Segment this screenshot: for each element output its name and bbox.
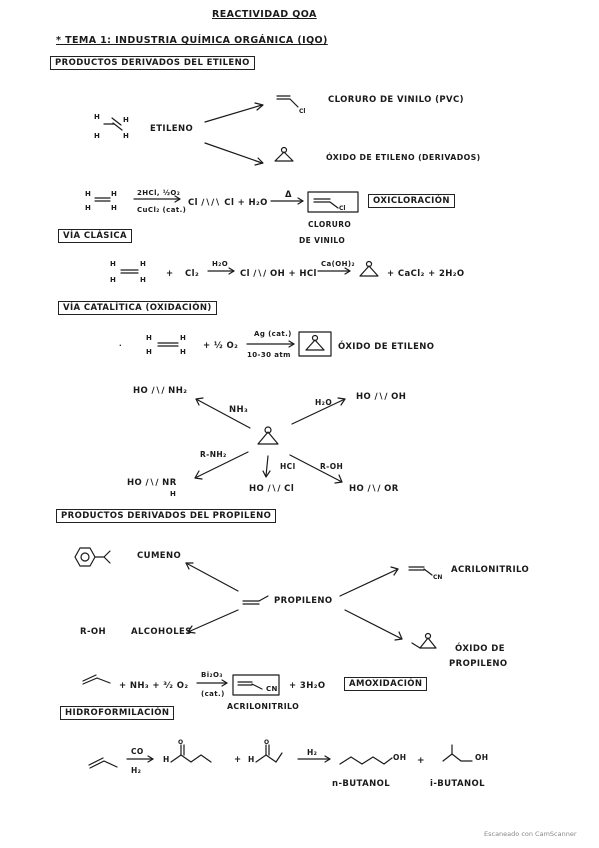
svg-text:H: H — [94, 132, 100, 140]
n-butanol-label: n-BUTANOL — [332, 779, 391, 789]
svg-text:O: O — [178, 739, 183, 746]
via-clasica-cl2: Cl₂ — [185, 269, 200, 279]
svg-text:H: H — [180, 334, 186, 342]
svg-text:O: O — [264, 739, 269, 746]
h2o-reagent: H₂O — [315, 398, 333, 407]
svg-text:H: H — [111, 190, 117, 198]
via-catalitica-product: ÓXIDO DE ETILENO — [338, 342, 435, 352]
via-catalitica-reagent: + ½ O₂ — [203, 341, 239, 351]
amoxidacion-products: + 3H₂O — [289, 681, 326, 691]
roh-reagent: R-OH — [320, 462, 344, 471]
svg-text:CN: CN — [433, 574, 442, 581]
hidroform-h2: H₂ — [131, 766, 142, 775]
amoxidacion-method: AMOXIDACIÓN — [344, 677, 428, 691]
hidroform-h2-second: H₂ — [307, 748, 318, 757]
svg-text:H: H — [85, 190, 91, 198]
hidroform-plus: + — [234, 755, 242, 765]
nh3-reagent: NH₃ — [229, 405, 249, 415]
hcl-reagent: HCl — [280, 462, 296, 471]
via-clasica-header: VÍA CLÁSICA — [58, 229, 133, 243]
glycol-ether: HO ∕∖∕ OR — [349, 484, 399, 494]
svg-text:H: H — [85, 204, 91, 212]
ethylene-chlorohydrin: HO ∕∖∕ Cl — [249, 484, 295, 494]
ethylene-glycol: HO ∕∖∕ OH — [356, 392, 407, 402]
via-catalitica-cond-bottom: 10-30 atm — [247, 351, 291, 359]
roh-prefix: R-OH — [80, 627, 107, 637]
cumeno-label: CUMENO — [137, 551, 182, 561]
svg-text:H: H — [180, 348, 186, 356]
aminoalcohol: HO ∕∖∕ NR — [127, 478, 177, 488]
chlorohydrin: Cl ∕∖∕ OH + HCl — [240, 269, 317, 279]
via-clasica-caoh: Ca(OH)₂ — [321, 260, 355, 268]
amoxidacion-cat-top: Bi₂O₃ — [201, 671, 223, 679]
i-butanol-oh: OH — [475, 753, 489, 762]
svg-text:H: H — [146, 334, 152, 342]
aldehyde-h: H — [163, 755, 170, 764]
oxicloracion-method: OXICLORACIÓN — [368, 194, 455, 208]
etileno-label: ETILENO — [150, 124, 194, 134]
svg-text:H: H — [111, 204, 117, 212]
via-clasica-h2o: H₂O — [212, 260, 229, 268]
svg-text:Cl: Cl — [339, 205, 345, 212]
oxido-propileno-2: PROPILENO — [449, 659, 508, 669]
hidroform-co: CO — [131, 747, 144, 756]
rnh2-reagent: R-NH₂ — [200, 450, 227, 459]
dichloroethane-product: Cl ∕∖∕∖ Cl + H₂O — [188, 198, 268, 208]
ethanolamine: HO ∕∖∕ NH₂ — [133, 386, 188, 396]
hidroformilacion-header: HIDROFORMILACIÓN — [60, 706, 175, 720]
svg-text:H: H — [110, 276, 116, 284]
amoxidacion-product-label: ACRILONITRILO — [227, 702, 300, 711]
svg-text:+: + — [417, 756, 425, 766]
svg-text:·: · — [119, 342, 122, 350]
cloruro-label-1: CLORURO — [308, 220, 352, 229]
oxido-propileno-1: ÓXIDO DE — [455, 644, 505, 654]
amoxidacion-reagents: + NH₃ + ³⁄₂ O₂ — [119, 681, 189, 691]
propileno-label: PROPILENO — [274, 596, 333, 606]
cloruro-label-2: DE VINILO — [299, 236, 346, 245]
via-clasica-products: + CaCl₂ + 2H₂O — [387, 269, 465, 279]
ethylene-structure: H H H H — [94, 113, 129, 140]
svg-text:H: H — [140, 260, 146, 268]
propileno-section-header: PRODUCTOS DERIVADOS DEL PROPILENO — [56, 509, 277, 523]
i-butanol-label: i-BUTANOL — [430, 779, 485, 789]
via-catalitica-cond-top: Ag (cat.) — [254, 330, 292, 338]
acrilonitrilo-label: ACRILONITRILO — [451, 565, 530, 575]
via-catalitica-header: VÍA CATALÍTICA (OXIDACIÓN) — [58, 301, 217, 315]
n-butanol-oh: OH — [393, 753, 407, 762]
alcoholes-label: ALCOHOLES — [131, 627, 192, 637]
svg-text:H: H — [110, 260, 116, 268]
aminoalcohol-h: H — [170, 490, 177, 498]
oxicloracion-reagent-bottom: CuCl₂ (cat.) — [137, 206, 187, 214]
page-title: REACTIVIDAD QOA — [212, 9, 317, 20]
svg-text:Cl: Cl — [299, 108, 305, 115]
svg-text:H: H — [140, 276, 146, 284]
cloruro-vinilo-label: CLORURO DE VINILO (PVC) — [328, 95, 464, 105]
svg-text:H: H — [146, 348, 152, 356]
tema-heading: * TEMA 1: INDUSTRIA QUÍMICA ORGÁNICA (IQ… — [56, 35, 328, 46]
etileno-section-header: PRODUCTOS DERIVADOS DEL ETILENO — [50, 56, 255, 70]
aldehyde-h-2: H — [248, 755, 255, 764]
amoxidacion-cat-bottom: (cat.) — [201, 690, 225, 698]
amoxidacion-cn: CN — [266, 685, 278, 693]
scanner-watermark: Escaneado con CamScanner — [484, 830, 577, 838]
oxicloracion-reagent-top: 2HCl, ½O₂ — [137, 189, 181, 197]
svg-text:H: H — [94, 113, 100, 121]
delta-symbol: Δ — [285, 190, 292, 200]
svg-text:H: H — [123, 132, 129, 140]
via-clasica-plus: + — [166, 269, 174, 279]
svg-text:H: H — [123, 116, 129, 124]
oxido-etileno-label: ÓXIDO DE ETILENO (DERIVADOS) — [326, 153, 481, 162]
